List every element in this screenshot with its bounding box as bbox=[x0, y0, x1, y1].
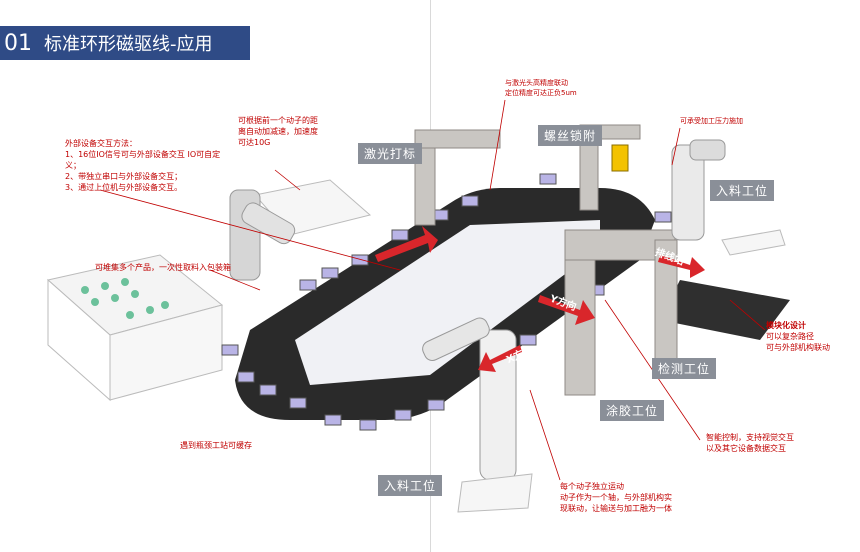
callout-smart-a: 智能控制，支持视觉交互 bbox=[706, 433, 794, 442]
callout-buffer: 遇到瓶颈工站可缓存 bbox=[180, 441, 252, 450]
station-screw: 螺丝锁附 bbox=[538, 125, 603, 146]
callout-external-2: 2、带独立串口与外部设备交互； bbox=[65, 172, 183, 181]
right-robot bbox=[671, 139, 726, 241]
callout-modular: 模块化设计 可以复杂路径 可与外部机构联动 bbox=[766, 320, 830, 353]
page-title-bar: 01 标准环形磁驱线-应用 bbox=[0, 26, 250, 60]
callout-auto-accel-c: 可达10G bbox=[238, 138, 271, 147]
left-robot bbox=[229, 189, 296, 281]
callout-external-3: 3、通过上位机与外部设备交互。 bbox=[65, 183, 183, 192]
callout-auto-accel: 可根据前一个动子的距 离自动加减速，加速度 可达10G bbox=[238, 115, 358, 148]
callout-smart-b: 以及其它设备数据交互 bbox=[706, 444, 786, 453]
callout-modular-b: 可以复杂路径 bbox=[766, 332, 814, 341]
title-number: 01 bbox=[4, 30, 32, 56]
callout-laser-sync-a: 与激光头高精度联动 bbox=[505, 79, 568, 87]
callout-external-1: 1、16位IO信号可与外部设备交互 IO可自定义； bbox=[65, 150, 221, 170]
callout-auto-accel-b: 离自动加减速，加速度 bbox=[238, 127, 318, 136]
laser-head bbox=[611, 144, 629, 172]
callout-modular-c: 可与外部机构联动 bbox=[766, 343, 830, 352]
station-inspection: 检测工位 bbox=[652, 358, 717, 379]
station-infeed-bottom: 入料工位 bbox=[378, 475, 443, 496]
callout-independent-movers: 每个动子独立运动 动子作为一个轴，与外部机构实 现联动，让输送与加工融为一体 bbox=[560, 481, 672, 514]
callout-laser-sync-b: 定位精度可达正负5um bbox=[505, 89, 577, 97]
callout-independent-a: 每个动子独立运动 bbox=[560, 482, 624, 491]
red-arrows bbox=[375, 226, 705, 372]
movers bbox=[221, 173, 672, 431]
station-infeed-right: 入料工位 bbox=[710, 180, 775, 201]
callout-external-title: 外部设备交互方法： bbox=[65, 139, 137, 148]
callout-multi-product: 可堆集多个产品，一次性取料入包装箱 bbox=[95, 263, 231, 272]
station-glue: 涂胶工位 bbox=[600, 400, 665, 421]
tray-bottom bbox=[457, 473, 533, 513]
callout-external-io: 外部设备交互方法： 1、16位IO信号可与外部设备交互 IO可自定义； 2、带独… bbox=[65, 138, 225, 193]
track-inner-plate bbox=[295, 220, 600, 385]
callout-modular-a: 模块化设计 bbox=[766, 321, 806, 330]
station-laser: 激光打标 bbox=[358, 143, 423, 164]
callout-smart-control: 智能控制，支持视觉交互 以及其它设备数据交互 bbox=[706, 432, 794, 454]
callout-independent-b: 动子作为一个轴，与外部机构实 bbox=[560, 493, 672, 502]
callout-pressure: 可承受加工压力施加 bbox=[680, 117, 743, 125]
tray-right bbox=[721, 229, 786, 256]
right-conveyor bbox=[660, 280, 790, 340]
packaging-box bbox=[46, 254, 224, 402]
callout-independent-c: 现联动，让输送与加工融为一体 bbox=[560, 504, 672, 513]
gantries bbox=[414, 124, 678, 396]
page-title: 标准环形磁驱线-应用 bbox=[44, 34, 213, 55]
callout-auto-accel-a: 可根据前一个动子的距 bbox=[238, 116, 318, 125]
callout-laser-sync: 与激光头高精度联动 定位精度可达正负5um bbox=[505, 78, 577, 98]
